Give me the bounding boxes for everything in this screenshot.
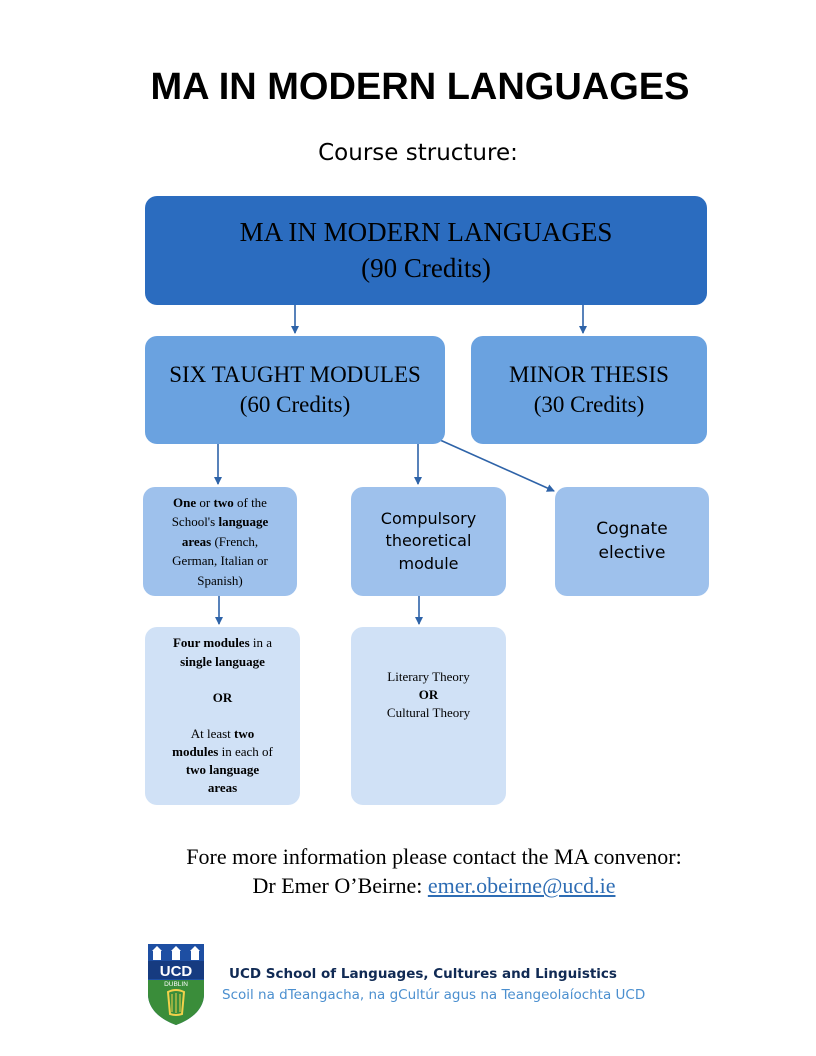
box-ma-modern-languages: MA IN MODERN LANGUAGES (90 Credits) <box>145 196 707 305</box>
contact-line: Fore more information please contact the… <box>186 844 682 869</box>
box-ma-line1: MA IN MODERN LANGUAGES <box>239 217 613 248</box>
svg-text:DUBLIN: DUBLIN <box>164 981 188 988</box>
svg-text:UCD: UCD <box>160 963 193 980</box>
box-four-modules: Four modules in a single language OR At … <box>145 627 300 805</box>
box-taught-line2: (60 Credits) <box>239 392 351 417</box>
page-subtitle: Course structure: <box>318 140 518 166</box>
box-thesis-line2: (30 Credits) <box>533 392 645 417</box>
convenor-name: Dr Emer O’Beirne: <box>252 873 428 899</box>
arrow-taught-to-cognate <box>439 439 555 492</box>
box-taught-line1: SIX TAUGHT MODULES <box>169 362 421 388</box>
box-theory-options: Literary Theory OR Cultural Theory <box>351 627 506 805</box>
contact-info: Fore more information please contact the… <box>0 842 816 900</box>
box-cognate-elective: Cognate elective <box>555 487 709 596</box>
page-title: MA IN MODERN LANGUAGES <box>150 66 690 108</box>
box-ma-line2: (90 Credits) <box>361 252 491 283</box>
box-language-areas: One or two of the School's language area… <box>143 487 297 596</box>
box-minor-thesis: MINOR THESIS (30 Credits) <box>471 336 707 444</box>
box-thesis-line1: MINOR THESIS <box>509 362 669 388</box>
ucd-crest-logo: UCD DUBLIN <box>148 944 204 1025</box>
convenor-email-link[interactable]: emer.obeirne@ucd.ie <box>427 873 616 899</box>
school-name-english: UCD School of Languages, Cultures and Li… <box>229 966 617 982</box>
box-compulsory-module: Compulsory theoretical module <box>351 487 506 596</box>
school-name-irish: Scoil na dTeangacha, na gCultúr agus na … <box>222 987 646 1003</box>
box-six-taught-modules: SIX TAUGHT MODULES (60 Credits) <box>145 336 445 444</box>
